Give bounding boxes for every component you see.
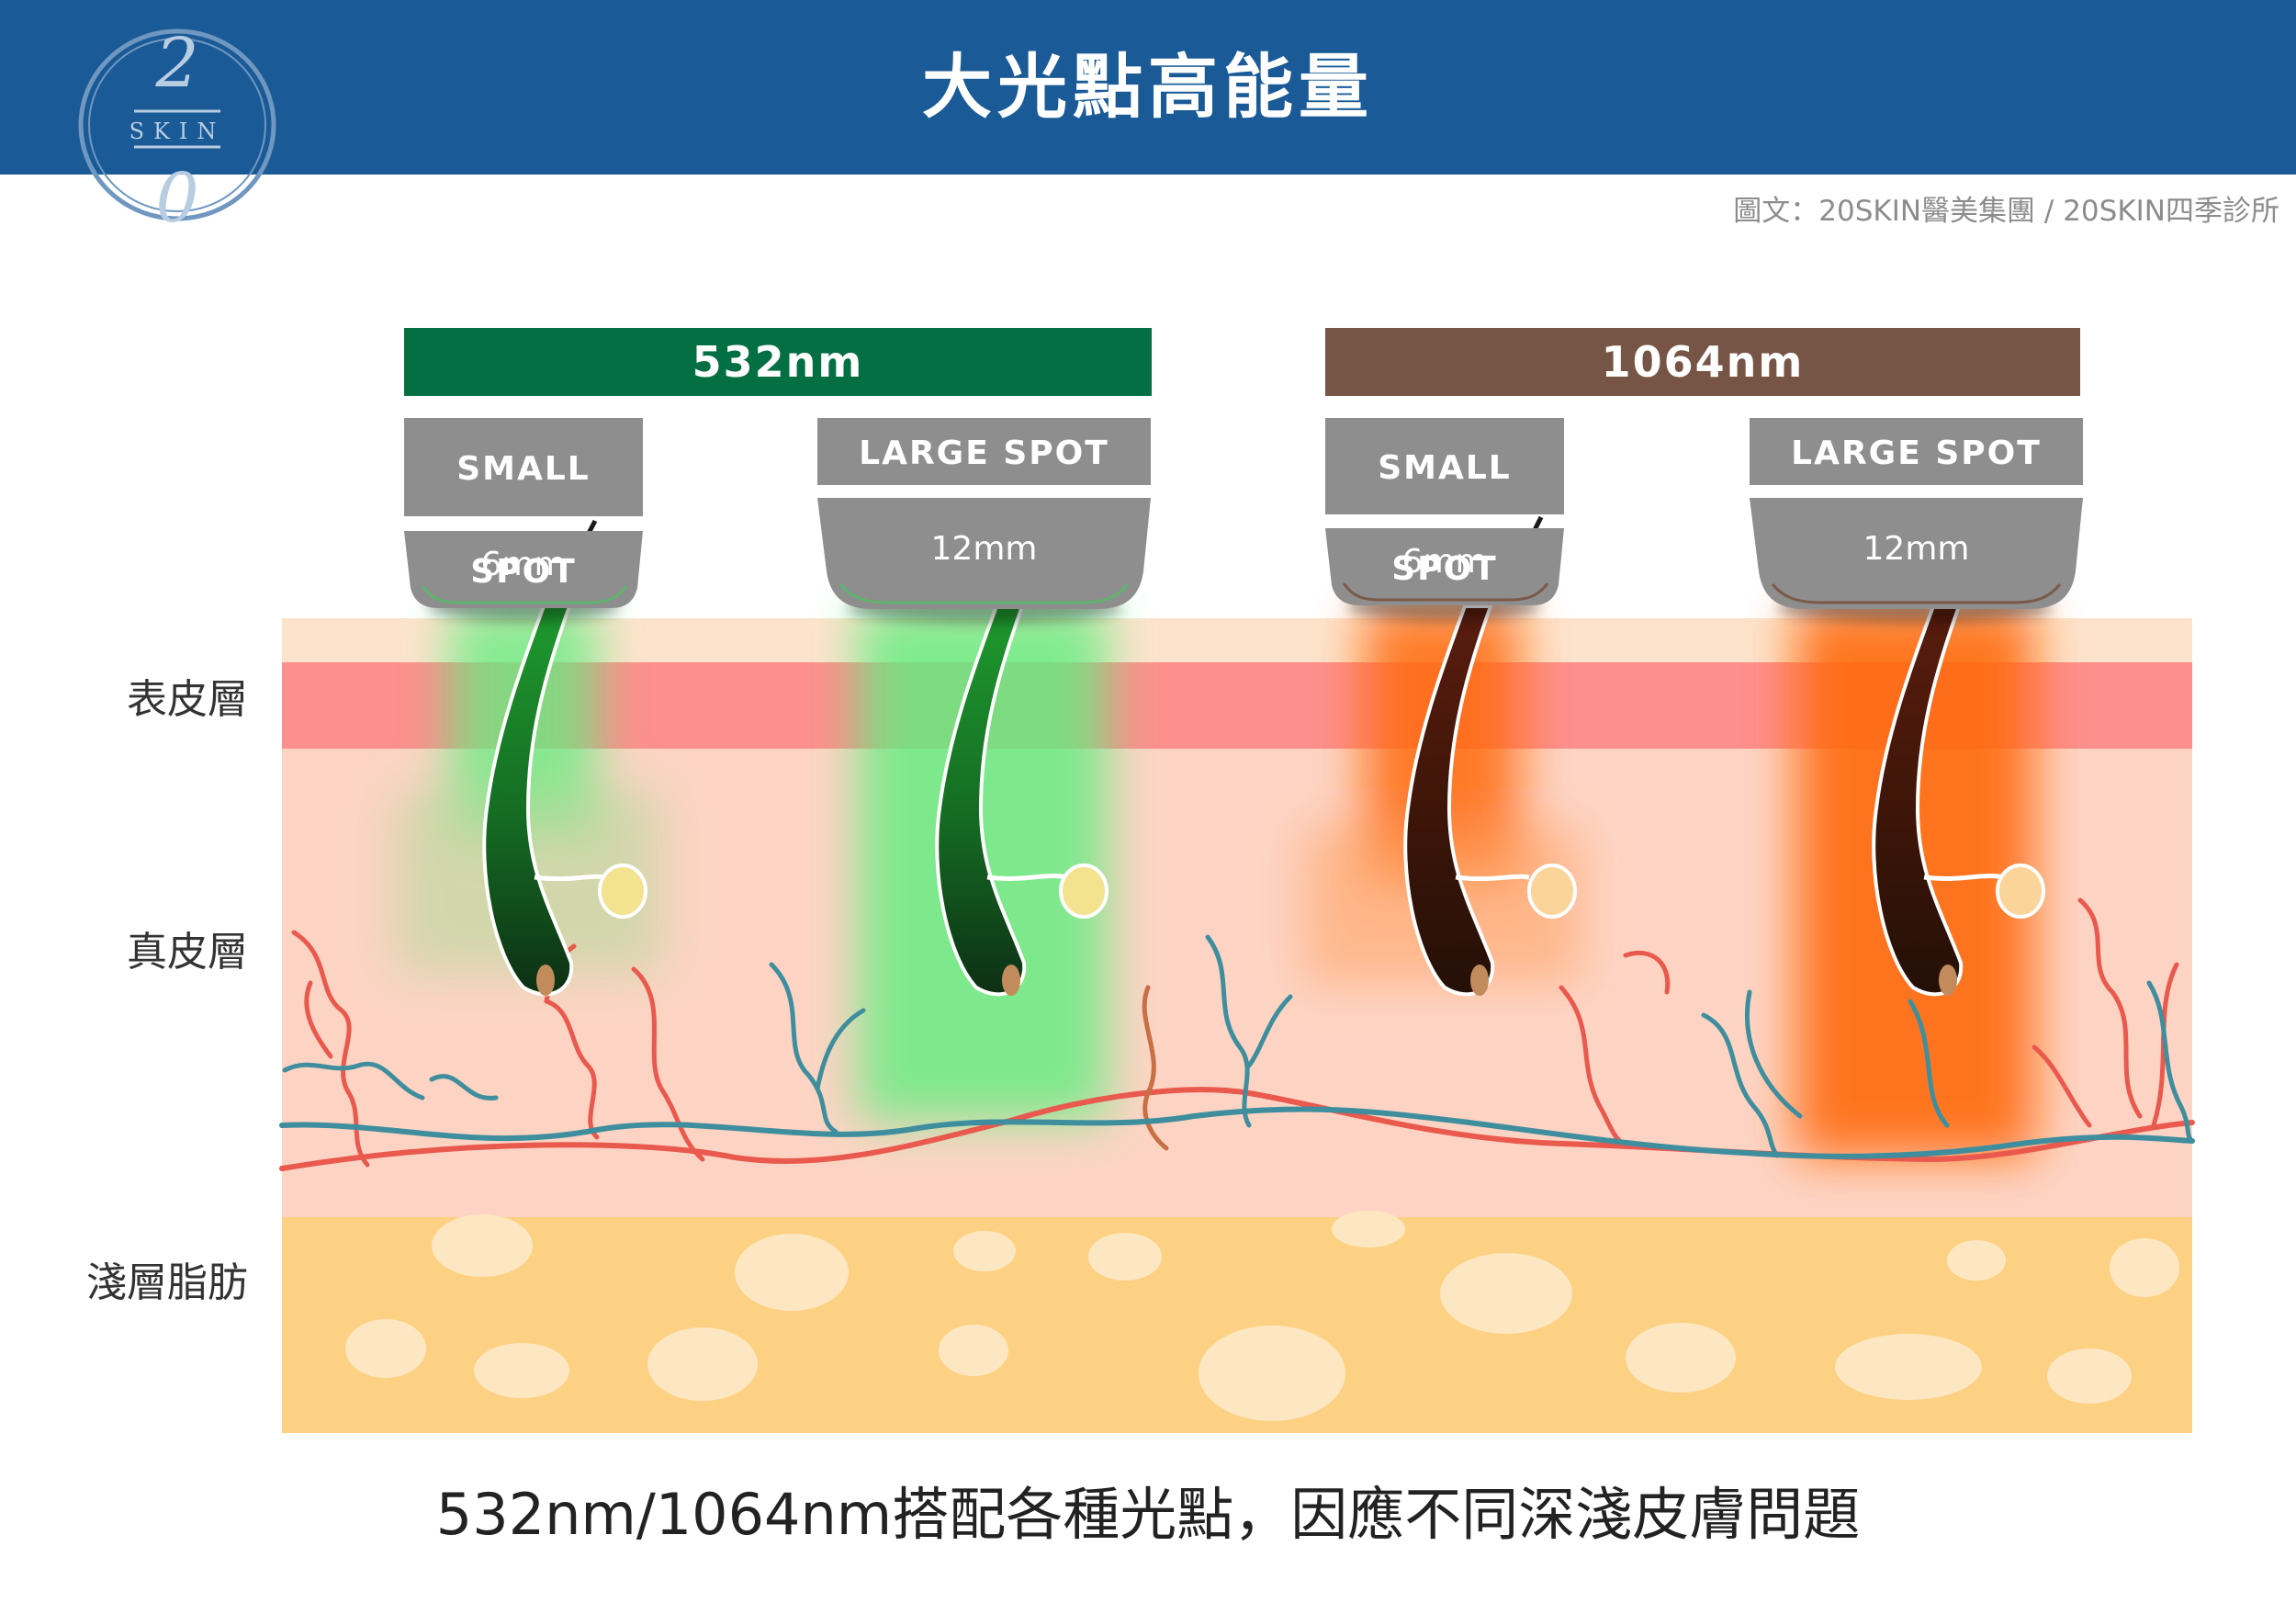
handpiece-tip [404, 531, 643, 608]
sebaceous-duct [986, 874, 1068, 881]
logo-text: SKIN [129, 119, 226, 144]
large-spot-532-label: LARGE SPOT [817, 418, 1151, 485]
fat-cell [1947, 1240, 2006, 1281]
vein [282, 1061, 425, 1100]
sebaceous-gland [598, 863, 647, 919]
spot-size-1064-large: 12mm [1863, 530, 1970, 568]
fat-cell [1332, 1211, 1405, 1247]
tip-edge [1342, 582, 1549, 602]
sebaceous-duct [534, 874, 607, 882]
wavelength-1064-banner: 1064nm [1325, 328, 2080, 396]
credit-text: 圖文：20SKIN醫美集團 / 20SKIN四季診所 [1733, 195, 2279, 228]
fat-cell [647, 1327, 758, 1401]
fat-cell [1088, 1233, 1162, 1281]
fat-cell [1440, 1253, 1572, 1334]
hair-follicle-1064-small [1403, 604, 1577, 997]
brand-logo: 2 SKIN 0 [72, 24, 283, 238]
artery [1142, 985, 1169, 1151]
handpiece-tip [1750, 498, 2083, 609]
artery [304, 980, 333, 1059]
fat-label: 淺層脂肪 [86, 1259, 248, 1306]
fat-cell [2047, 1349, 2132, 1404]
artery [1623, 950, 1671, 995]
artery [2032, 1044, 2092, 1128]
vein [769, 962, 838, 1134]
hair-bulb [1470, 965, 1489, 996]
header-bar [0, 0, 2296, 175]
large-spot-1064-label: LARGE SPOT [1750, 418, 2083, 485]
artery [279, 1087, 2195, 1171]
caption: 532nm/1064nm搭配各種光點，因應不同深淺皮膚問題 [435, 1481, 1861, 1548]
tip-edge [1771, 583, 2062, 604]
handpiece-1064-large [1750, 498, 2083, 623]
hair-bulb [536, 965, 555, 996]
wavelength-532-banner: 532nm [404, 328, 1152, 396]
page-title: 大光點高能量 [922, 46, 1374, 128]
fat-cell [939, 1325, 1008, 1376]
hair-follicle-1064-large [1872, 604, 2045, 997]
artery [544, 999, 600, 1140]
vein [815, 1008, 866, 1091]
fat-cell [2110, 1238, 2179, 1297]
tip-edge [421, 585, 628, 604]
vein [1908, 999, 1950, 1128]
fat-cell [474, 1343, 569, 1398]
vein [1205, 934, 1252, 1128]
hair-bulb [1002, 965, 1020, 996]
small-spot-1064-label: SMALL SPOT [1325, 418, 1564, 588]
handpiece-tip [1325, 528, 1564, 605]
dermis-label: 真皮層 [127, 929, 248, 976]
vein [1246, 994, 1293, 1068]
sebaceous-gland [1059, 863, 1109, 919]
tip-edge [838, 583, 1130, 604]
handpiece-tip [817, 498, 1151, 609]
vein [1701, 1012, 1780, 1158]
artery [1559, 985, 1633, 1149]
fat-cell [953, 1231, 1016, 1271]
artery [631, 966, 705, 1162]
sebaceous-duct [1455, 874, 1530, 882]
fat-cells [345, 1211, 2179, 1421]
sebaceous-duct [1923, 874, 2005, 881]
vein [279, 1106, 2195, 1159]
hair-bulb [1939, 965, 1957, 996]
logo-digit-top: 2 [154, 24, 198, 103]
spot-size-532-large: 12mm [930, 530, 1038, 568]
vein [1744, 989, 1803, 1119]
handpiece-532-small [404, 517, 643, 621]
small-spot-532-label: SMALL SPOT [404, 418, 643, 591]
sebaceous-gland [1996, 863, 2045, 919]
fat-cell [1626, 1323, 1736, 1393]
hair-follicle-532-large [935, 604, 1109, 997]
fat-cell [1835, 1334, 1982, 1400]
fat-cell [345, 1319, 426, 1378]
epidermis-label: 表皮層 [127, 676, 248, 723]
fat-cell [1199, 1326, 1345, 1421]
fat-cell [735, 1234, 849, 1311]
handpiece-1064-small [1325, 514, 1564, 621]
sebaceous-gland [1527, 863, 1577, 919]
blood-vessels [279, 897, 2195, 1171]
spot-size-1064-small: 6mm [1401, 543, 1488, 581]
artery [2077, 897, 2143, 1119]
fat-cell [432, 1214, 533, 1277]
vein [2146, 980, 2195, 1144]
vein [429, 1074, 499, 1100]
logo-digit-bottom: 0 [155, 159, 198, 238]
spot-size-532-small: 6mm [480, 546, 567, 583]
handpiece-532-large [817, 498, 1151, 623]
hair-follicle-532-small [482, 604, 647, 997]
